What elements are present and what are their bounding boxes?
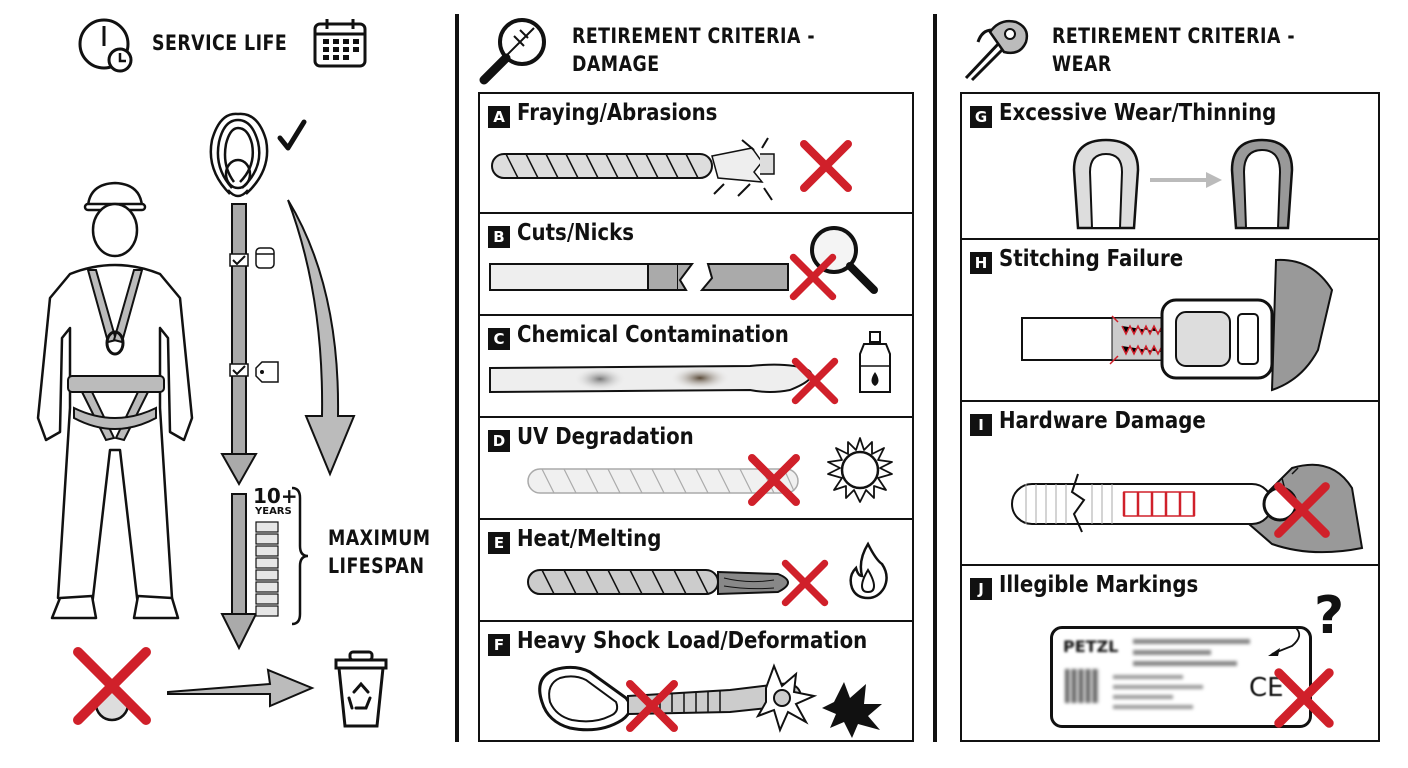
stacked-log-tags [255, 521, 279, 617]
panel-letter: G [970, 106, 992, 128]
curved-arrow-down [287, 199, 356, 477]
broken-stitching-illustration [1021, 258, 1334, 392]
blurred-product-label: PETZL CE [1050, 626, 1312, 728]
panel-label: Illegible Markings [999, 572, 1199, 598]
magnifier-icon [810, 226, 878, 294]
chemical-bottle-icon [859, 331, 891, 393]
coiled-rope-icon [209, 112, 307, 198]
reject-x-mark [800, 140, 852, 192]
panel-shock-load-deformation: F Heavy Shock Load/Deformation [478, 620, 914, 742]
panel-uv-degradation: D UV Degradation [478, 416, 914, 520]
clock-icon [78, 18, 133, 73]
panel-label: Heat/Melting [517, 526, 662, 552]
inspection-calendar-icon [255, 247, 275, 269]
timeline-arrow [220, 203, 258, 651]
lifespan-bracket [291, 486, 309, 626]
question-mark: ? [1314, 586, 1345, 646]
climber-in-harness-figure [36, 181, 194, 620]
service-life-title: SERVICE LIFE [152, 31, 288, 55]
retired-equipment-icon [73, 647, 151, 725]
discard-arrow [167, 668, 315, 708]
panel-letter: H [970, 252, 992, 274]
panel-cuts-nicks: B Cuts/Nicks [478, 212, 914, 316]
years-unit: YEARS [255, 506, 292, 517]
panel-letter: C [488, 328, 510, 350]
panel-label: UV Degradation [517, 424, 694, 450]
pointer-arrow [1268, 627, 1301, 656]
panel-label: Excessive Wear/Thinning [999, 100, 1277, 126]
sun-icon [827, 437, 893, 503]
stained-sling-illustration [489, 363, 813, 394]
carabiner-sling-illustration [538, 663, 882, 738]
panel-letter: J [970, 578, 992, 600]
calendar-icon [313, 19, 367, 68]
column-divider-1 [455, 14, 459, 742]
panel-stitching-failure: H Stitching Failure [960, 238, 1380, 402]
recycle-bin-icon [334, 650, 388, 728]
panel-label: Chemical Contamination [517, 322, 789, 348]
panel-chemical-contamination: C Chemical Contamination [478, 314, 914, 418]
reject-x-mark [789, 253, 837, 301]
reject-x-mark [626, 680, 678, 732]
panel-fraying-abrasions: A Fraying/Abrasions [478, 92, 914, 214]
panel-hardware-damage: I Hardware Damage [960, 400, 1380, 566]
panel-label: Fraying/Abrasions [517, 100, 718, 126]
panel-letter: F [488, 634, 510, 656]
panel-illegible-markings: J Illegible Markings ? PETZL CE [960, 564, 1380, 742]
reject-x-mark [1274, 482, 1330, 538]
flame-icon [849, 541, 888, 600]
panel-heat-melting: E Heat/Melting [478, 518, 914, 622]
column-divider-2 [933, 14, 937, 742]
melted-rope-illustration [527, 569, 789, 596]
cut-webbing-illustration [489, 263, 789, 291]
reject-x-mark [781, 559, 829, 607]
magnifier-frayed-rope-icon [479, 18, 546, 85]
panel-letter: I [970, 414, 992, 436]
panel-excessive-wear-thinning: G Excessive Wear/Thinning [960, 92, 1380, 240]
wear-title: RETIREMENT CRITERIA - WEAR [1052, 24, 1296, 76]
panel-label: Cuts/Nicks [517, 220, 635, 246]
panel-letter: B [488, 226, 510, 248]
reject-x-mark [1274, 668, 1334, 728]
blurred-text-lines [1133, 639, 1263, 672]
panel-label: Heavy Shock Load/Deformation [517, 628, 868, 654]
faded-rope-illustration [527, 468, 799, 494]
years-value: 10+ [253, 484, 298, 508]
inspection-tag-icon [255, 361, 279, 383]
blurred-qr-code [1065, 669, 1099, 703]
panel-letter: A [488, 106, 510, 128]
belay-device-icon [964, 19, 1029, 82]
reject-x-mark [791, 357, 839, 405]
damage-title: RETIREMENT CRITERIA - DAMAGE [572, 24, 816, 76]
reject-x-mark [748, 454, 800, 506]
frayed-rope-illustration [491, 137, 775, 201]
brand-logo: PETZL [1063, 637, 1119, 656]
maximum-lifespan-label: MAXIMUM LIFESPAN [328, 526, 431, 578]
panel-letter: D [488, 430, 510, 452]
panel-label: Stitching Failure [999, 246, 1184, 272]
worn-sling-comparison-illustration [1072, 138, 1294, 230]
panel-letter: E [488, 532, 510, 554]
panel-label: Hardware Damage [999, 408, 1206, 434]
blurred-text-lines-lower [1113, 675, 1213, 709]
